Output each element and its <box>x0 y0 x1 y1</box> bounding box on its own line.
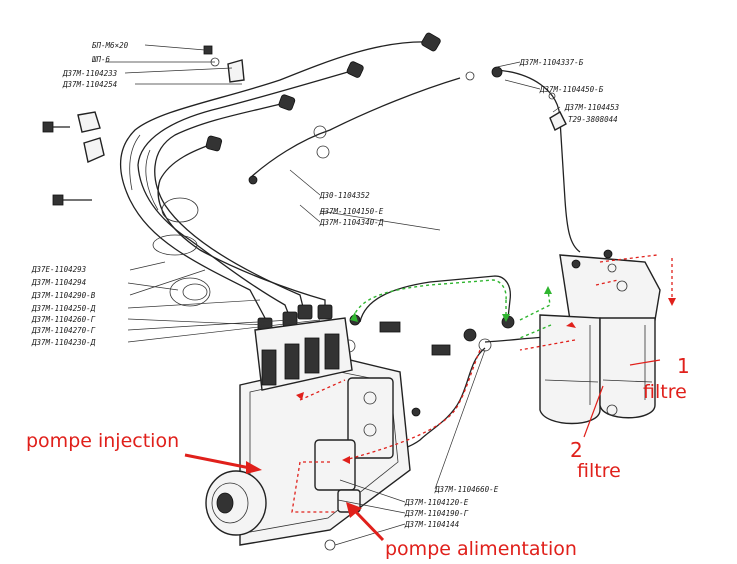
label-p1: БП-М6×20 <box>92 41 129 50</box>
label-p14: Д37М-1104290-В <box>31 291 96 300</box>
filtre1-pointer <box>629 359 661 366</box>
fasteners <box>42 45 245 206</box>
label-p20: Д37М-1104120-Е <box>404 498 469 507</box>
label-p19: Д37М-1104660-Е <box>434 485 499 494</box>
label-p8: Т29-3808044 <box>568 115 618 124</box>
pompe-injection-arrow <box>184 453 251 470</box>
red-annotations: 1 filtre 2 filtre pompe injection pompe … <box>26 354 690 560</box>
pompe-injection-arrowhead <box>246 461 262 474</box>
injection-pump <box>205 317 411 551</box>
injection-lines-bundle <box>119 41 431 319</box>
label-p11: Д37М-1104340-Д <box>319 218 384 227</box>
fuel-filters <box>539 249 661 425</box>
label-p5: Д37М-1104337-Б <box>519 58 584 67</box>
label-p12: Д37Е-1104293 <box>31 265 87 274</box>
pompe-alimentation-label: pompe alimentation <box>385 538 577 560</box>
label-p21: Д37М-1104190-Г <box>404 509 469 518</box>
pompe-injection-label: pompe injection <box>26 430 179 452</box>
part-number-labels: БП-М6×20 ШП-6 Д37М-1104233 Д37М-1104254 … <box>31 41 620 529</box>
flow-arrows-red <box>291 254 673 513</box>
filtre2-pointer <box>583 385 604 438</box>
filtre1-label: filtre <box>643 381 687 403</box>
label-p2: ШП-6 <box>91 55 111 64</box>
label-p9: Д30-1104352 <box>319 191 370 200</box>
return-line <box>248 66 581 253</box>
filtre2-number: 2 <box>570 438 583 462</box>
label-p22: Д37М-1104144 <box>404 520 459 529</box>
label-p10: Д37М-1104150-Е <box>319 207 384 216</box>
filtre2-label: filtre <box>577 460 621 482</box>
label-p17: Д37М-1104270-Г <box>31 326 96 335</box>
label-p7: Д37М-1104453 <box>564 103 620 112</box>
leader-lines <box>105 44 561 546</box>
pompe-alimentation-arrow <box>354 510 385 542</box>
flow-arrowheads <box>296 286 676 464</box>
pompe-alimentation-arrowhead <box>346 502 362 518</box>
filtre1-number: 1 <box>677 354 690 378</box>
label-p6: Д37М-1104450-Б <box>539 85 604 94</box>
label-p15: Д37М-1104250-Д <box>31 304 96 313</box>
label-p13: Д37М-1104294 <box>31 278 86 287</box>
label-p3: Д37М-1104233 <box>62 69 118 78</box>
label-p16: Д37М-1104260-Г <box>31 315 96 324</box>
label-p18: Д37М-1104230-Д <box>31 338 96 347</box>
label-p4: Д37М-1104254 <box>62 80 117 89</box>
